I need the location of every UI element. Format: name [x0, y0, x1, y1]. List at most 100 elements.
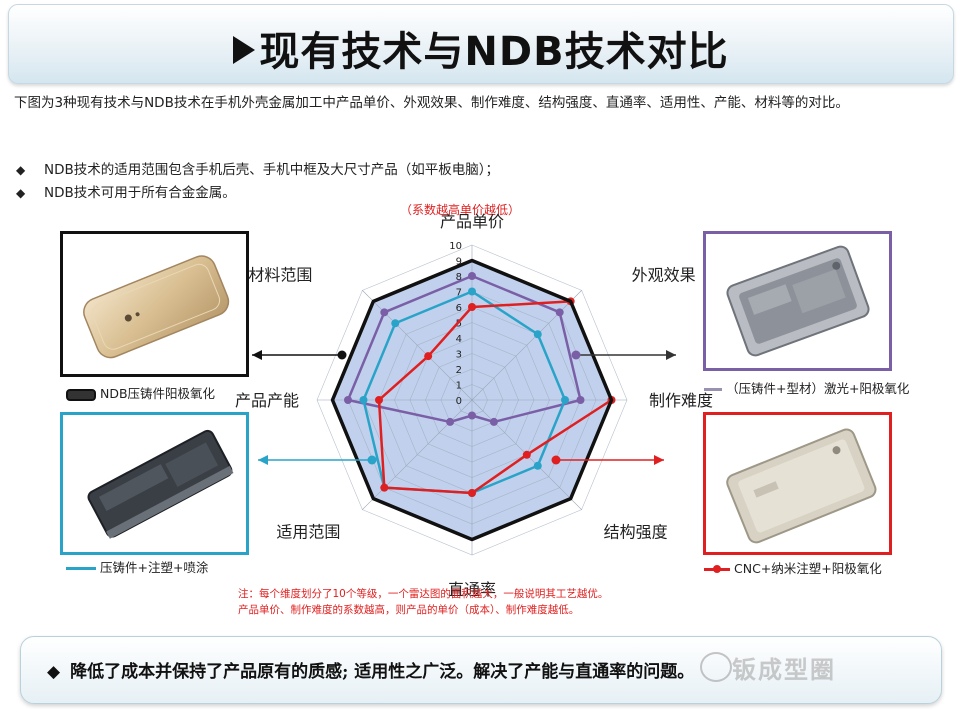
diamond-bullet-icon: ◆ [16, 163, 26, 177]
data-point [380, 483, 389, 492]
connector-dot [571, 350, 581, 360]
axis-label: 外观效果 [632, 265, 696, 284]
data-point [468, 411, 476, 420]
legend-red-label: CNC+纳米注塑+阳极氧化 [733, 561, 882, 576]
data-point [380, 308, 389, 317]
data-point [561, 396, 569, 404]
tick-label: 9 [456, 257, 462, 268]
data-point [375, 396, 383, 404]
data-point [380, 483, 389, 492]
footnote-line1: 注：每个维度划分了10个等级，一个雷达图的面积越大，一般说明其工艺越优。 [238, 588, 609, 600]
phone-back-shell-icon [83, 255, 230, 359]
bullet-item: ◆NDB技术可用于所有合金金属。 [16, 181, 236, 201]
grid-spoke [362, 290, 473, 401]
axis-label: 产品产能 [235, 391, 299, 410]
grid-spoke [471, 399, 582, 510]
tick-label: 4 [456, 334, 462, 345]
diamond-bullet-icon: ◆ [47, 662, 61, 682]
data-point [566, 297, 575, 306]
legend-blue: 压铸件+注塑+喷涂 [66, 557, 208, 576]
tick-label: 8 [456, 272, 462, 283]
tick-label: 10 [449, 241, 462, 252]
conclusion-box: ◆ 降低了成本并保持了产品原有的质感; 适用性之广泛。解决了产能与直通率的问题。 [20, 636, 942, 704]
data-point [555, 308, 564, 317]
ndb-product-image [60, 231, 249, 377]
legend-purple: （压铸件+型材）激光+阳极氧化 [704, 378, 909, 397]
grid-ring [425, 353, 519, 447]
grid-spoke [471, 290, 582, 401]
wechat-watermark-icon [700, 652, 732, 682]
tick-label: 7 [456, 288, 462, 299]
tick-label: 5 [456, 319, 462, 330]
data-point [533, 461, 542, 470]
data-point [576, 396, 585, 404]
data-point [344, 396, 352, 404]
data-point [607, 396, 616, 404]
grid-ring [332, 260, 612, 540]
tick-label: 3 [456, 350, 462, 361]
data-point [446, 417, 455, 426]
grid-ring [409, 337, 535, 463]
footnote-line2: 产品单价、制作难度的系数越高，则产品的单价（成本）、制作难度越低。 [238, 604, 580, 616]
phone-injection-shell-icon [87, 429, 234, 539]
data-point [468, 287, 476, 296]
tick-label: 0 [456, 396, 462, 407]
legend-swatch [704, 388, 722, 391]
legend-swatch [66, 388, 96, 401]
data-point [391, 319, 400, 328]
arrowhead-icon [252, 350, 262, 360]
bullet-text: NDB技术的适用范围包含手机后壳、手机中框及大尺寸产品（如平板电脑）； [44, 162, 500, 178]
tick-label: 1 [456, 381, 462, 392]
data-point [468, 489, 476, 497]
connector-dot [551, 455, 561, 465]
data-point [522, 450, 531, 459]
ndb-area-fill [332, 260, 612, 540]
conclusion-label: 降低了成本并保持了产品原有的质感; 适用性之广泛。解决了产能与直通率的问题。 [70, 662, 695, 682]
arrowhead-icon [654, 455, 664, 465]
intro-paragraph: 下图为3种现有技术与NDB技术在手机外壳金属加工中产品单价、外观效果、制作难度、… [14, 95, 849, 111]
grid-ring [347, 275, 597, 525]
axis-label: 材料范围 [248, 265, 312, 284]
legend-red: CNC+纳米注塑+阳极氧化 [704, 558, 882, 577]
legend-ndb-label: NDB压铸件阳极氧化 [99, 386, 216, 401]
diamond-bullet-icon: ◆ [16, 186, 26, 200]
cnc-product-image [703, 412, 892, 555]
coefficient-note: （系数越高单价越低） [400, 203, 521, 217]
legend-purple-label: （压铸件+型材）激光+阳极氧化 [725, 381, 910, 396]
grid-ring [316, 244, 628, 556]
series-line [346, 274, 582, 424]
legend-swatch [66, 567, 96, 570]
spray-product-image [60, 412, 249, 555]
grid-ring [363, 291, 581, 509]
series-line [330, 258, 614, 542]
arrow-icon [233, 36, 256, 64]
watermark-text: 钣成型圈 [732, 656, 836, 684]
tick-label: 6 [456, 303, 462, 314]
grid-ring [456, 384, 488, 416]
connector-dot [337, 350, 347, 360]
data-point [468, 303, 476, 311]
data-point [359, 396, 368, 404]
phone-frame-icon [726, 245, 870, 357]
connector-dot [367, 455, 377, 465]
page-title: 现有技术与NDB技术对比 [9, 19, 953, 77]
title-banner: 现有技术与NDB技术对比 [8, 4, 954, 84]
axis-label: 适用范围 [276, 523, 340, 542]
arrowhead-icon [258, 455, 268, 465]
tick-label: 2 [456, 365, 462, 376]
arrowhead-icon [666, 350, 676, 360]
phone-cnc-shell-icon [726, 428, 877, 544]
bullet-item: ◆ NDB技术的适用范围包含手机后壳、手机中框及大尺寸产品（如平板电脑）； [16, 158, 499, 178]
series-line [377, 300, 613, 495]
data-point [424, 352, 433, 361]
legend-swatch [704, 565, 730, 573]
data-point [468, 489, 476, 497]
legend-ndb: NDB压铸件阳极氧化 [66, 383, 215, 402]
laser-product-image [703, 231, 892, 371]
legend-blue-label: 压铸件+注塑+喷涂 [99, 560, 209, 575]
axis-label: 结构强度 [604, 523, 668, 542]
page-title-text: 现有技术与NDB技术对比 [259, 29, 729, 75]
grid-ring [394, 322, 550, 478]
grid-spoke [362, 399, 473, 510]
grid-ring [378, 306, 566, 494]
